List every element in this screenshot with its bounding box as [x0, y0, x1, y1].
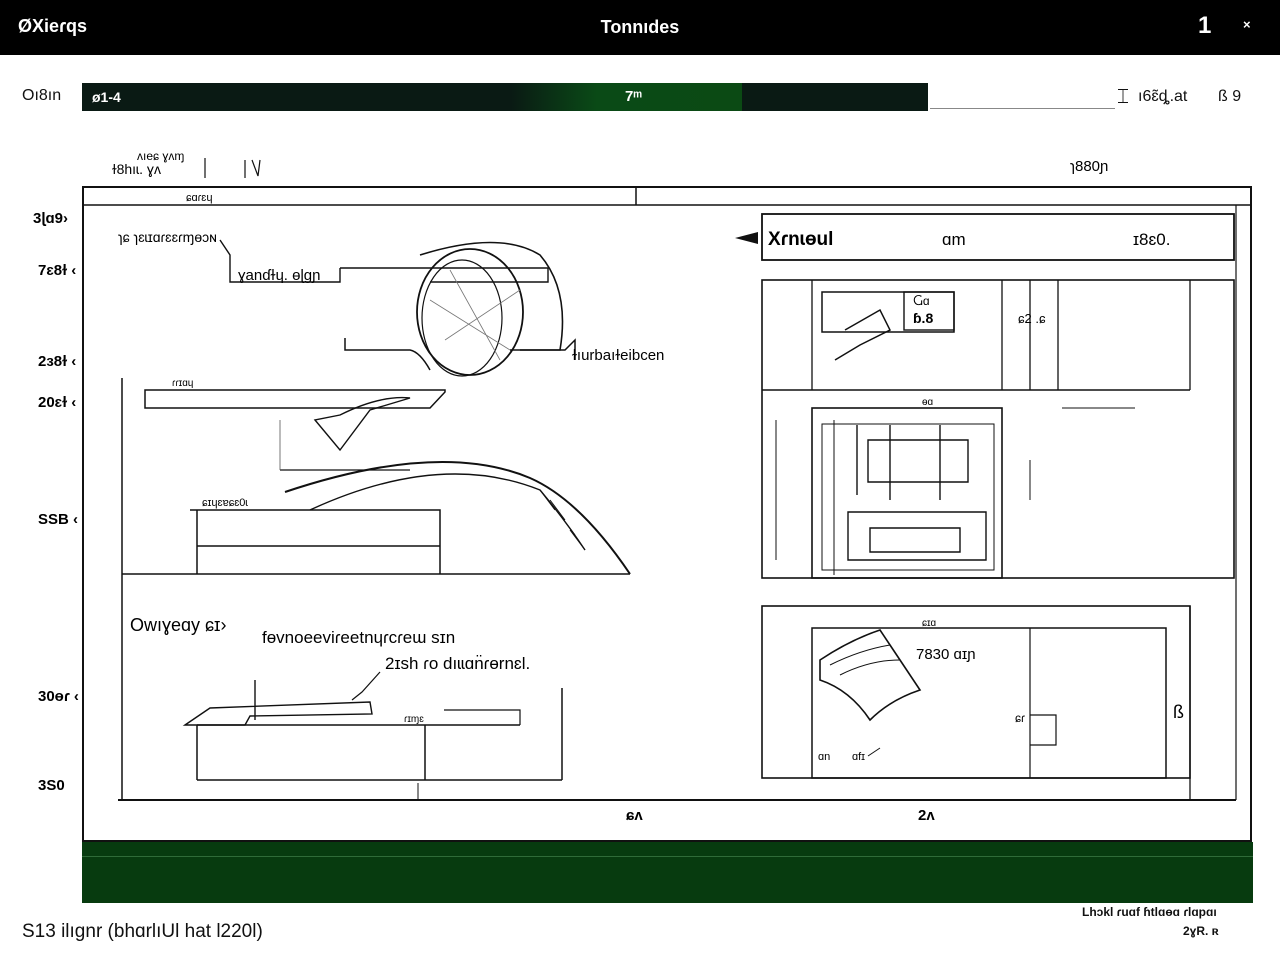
loop-rails [344, 338, 576, 371]
detail-box-b: ɓ.8 [913, 310, 933, 326]
detail-middle-inner [821, 423, 995, 571]
header-right: ɿ880ɲ [1070, 158, 1108, 175]
detail-lower-inner [811, 627, 1167, 779]
annotation-2: ɣanɗɫɥ. ɵɭɡɲ [238, 267, 321, 284]
progress-center-label: 7ᵐ [625, 88, 642, 105]
detail-curved-lines [829, 644, 901, 676]
toolbar-far-right-label[interactable]: ß 9 [1218, 88, 1242, 105]
loop-inner [421, 259, 503, 377]
status-right-line-2: 2ɣR. ʀ [1183, 924, 1219, 938]
leader-lower [351, 671, 381, 701]
progress-left-label: ø1-4 [92, 89, 121, 105]
detail-footnote-b: ɑfɪ [852, 751, 865, 763]
sheet-tab-label: ɕɑɾɛɥ [186, 192, 212, 204]
sheet-footer-bar [82, 842, 1253, 903]
annotation-4: ɾɾɪɑɥ [172, 378, 193, 389]
sheet-footer-rule [82, 856, 1253, 857]
detail-lower-label: ɕɪɑ [922, 618, 936, 629]
app-name: ØXieɾqs [18, 16, 88, 36]
beam-upper [144, 389, 446, 409]
lower-detail [444, 709, 521, 725]
annotation-5: ɕɪɥɛɐɕɛ0ɩ [202, 497, 248, 509]
detail-columns [811, 280, 1191, 390]
y-label-1: 3ɭɑ9› [33, 210, 68, 227]
detail-unit: ɑm [942, 230, 966, 249]
title-bar: ØXieɾqs Tonnıdes 1 × [0, 0, 1280, 55]
detail-side-far: ß [1173, 702, 1184, 722]
close-icon[interactable]: × [1243, 17, 1251, 32]
y-label-3: 2ɜ8ɫ ‹ [38, 353, 76, 370]
annotation-8: 2ɪsh ɾo dıɩɩɑn̈ɾɵrnɛl. [385, 654, 530, 673]
loop-hood [419, 241, 564, 351]
detail-box-inner [903, 291, 955, 331]
y-label-7: 3S0 [38, 777, 65, 794]
detail-section-label: ɵɑ [922, 397, 933, 408]
arch-hatching [539, 489, 586, 551]
annotation-1: ɿɕ ɿɛɩɪɑɾɛɛɾɱɵɔɴ [118, 229, 217, 245]
leader-1 [219, 239, 341, 283]
ramp-piece [313, 396, 411, 452]
status-right-line-1: Lhɔkl ɾuɑf ɦtlɑɵɑ ɾlɑpɑı [1082, 905, 1217, 919]
y-label-2: 7ɛ8ɫ ‹ [38, 262, 76, 279]
detail-title-box [761, 213, 1235, 261]
arch-outer [284, 460, 631, 575]
drawing-sheet-border [82, 186, 1252, 842]
detail-curved-part [819, 629, 922, 722]
window-title: Tonnıdes [600, 17, 680, 37]
detail-middle-lower [847, 511, 987, 561]
detail-middle-guides [761, 410, 1031, 578]
detail-title: Xɾnɩɵul [768, 229, 833, 250]
toolbar-divider [930, 108, 1115, 109]
header-left-1: ʌıeɕ ɣʌɱ [137, 149, 184, 163]
progress-bar[interactable]: ø1-4 7ᵐ [82, 83, 928, 111]
header-left-2: ɫ8hıɩ. ɣʌ [112, 161, 161, 177]
page-number: 1 [1198, 12, 1212, 39]
y-label-6: 30ɵɾ ‹ [38, 688, 79, 705]
detail-marker: ɕ2 .ɕ [1018, 311, 1046, 326]
progress-fill [82, 83, 742, 111]
detail-middle-parts [856, 425, 969, 500]
detail-footnote-a: ɑn [818, 751, 830, 763]
annotation-6: Owıɣeɑy ɕɪ› [130, 615, 226, 635]
detail-box-a: Ⴚɑ [913, 294, 930, 308]
detail-lower-notch [1030, 714, 1057, 746]
annotation-9: ɾɪɱɛ [404, 714, 424, 725]
detail-upper-frame [761, 279, 1235, 579]
y-label-5: SSB ‹ [38, 511, 78, 528]
detail-ramp [834, 308, 892, 361]
toolbar-label: Oı8ın [22, 87, 62, 104]
x-label-1: ɕʌ [626, 807, 643, 824]
lower-platform [182, 701, 373, 726]
leader-2 [340, 267, 549, 283]
annotation-7: fɵvnoeeviɾeetnɥɾcɾeɯ sɪn [262, 628, 455, 647]
cursor-marker-icon: ⌶ [1117, 84, 1129, 108]
detail-footnote-leader [867, 747, 881, 757]
y-label-4: 20ɛɫ ‹ [38, 394, 76, 411]
base-block [190, 509, 441, 574]
pointer-icon [735, 232, 758, 244]
annotation-3: ɫıurbaıɫeibcen [572, 347, 664, 364]
detail-side-label: ɕɾ [1015, 711, 1025, 725]
toolbar-right-label: ı6ɛ̃ȡ.at [1138, 88, 1188, 105]
detail-value: ɪ8ɛ0. [1133, 230, 1170, 249]
x-label-2: 2ʌ [918, 807, 935, 824]
loop-construction-lines [429, 269, 521, 361]
status-caption: S13 ilıgnr (bhɑrlıUl hat l220l) [22, 921, 263, 942]
detail-middle-frame [811, 407, 1003, 579]
lower-table [196, 688, 563, 781]
detail-dimension: 7830 ɑɪɲ [916, 646, 976, 663]
header-arrow-marks [204, 158, 261, 178]
